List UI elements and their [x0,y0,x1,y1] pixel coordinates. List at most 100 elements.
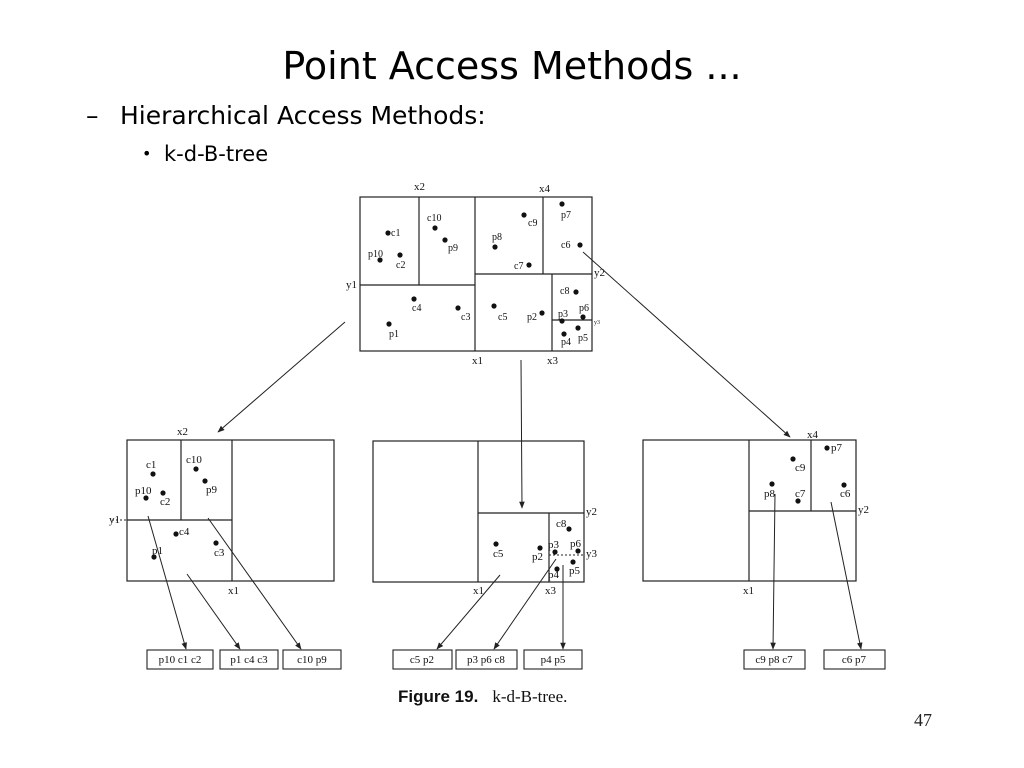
arrow-left-to-leaf-2 [186,573,241,650]
middle-point-c8-dot [566,526,572,532]
arrow-right-to-leaf-2 [830,501,863,650]
left-point-p9: p9 [206,484,218,496]
leaf-page-6-box [523,649,583,670]
right-point-c7-dot [795,498,801,504]
left-label-x1: x1 [228,585,239,597]
root-point-c6-dot [577,242,583,248]
page-number: 47 [914,710,932,730]
root-point-p1: p1 [389,329,399,340]
leaf-page-8: c6 p7 [842,654,867,666]
root-point-p7: p7 [561,210,571,221]
root-page [359,196,593,352]
leaf-page-4: c5 p2 [410,654,434,666]
arrow-left-to-leaf-1 [147,515,187,650]
root-point-c2-dot [397,252,403,258]
arrow-root-to-left [217,321,346,433]
root-point-p6-dot [580,314,586,320]
left-label-y1: y1 [109,514,120,526]
left-split-labels: x2 y1 x1 [109,426,239,597]
left-page-border [126,439,335,582]
middle-point-c5-dot [493,541,499,547]
root-label-x4: x4 [539,183,551,195]
left-point-c1: c1 [146,459,156,471]
right-point-p8: p8 [764,488,776,500]
root-point-p5-dot [575,325,581,331]
right-point-c6: c6 [840,488,851,500]
root-point-c6: c6 [561,240,570,251]
root-point-c1-dot [385,230,391,236]
leaf-page-7: c9 p8 c7 [755,654,793,666]
leaf-page-7-box [743,649,806,670]
root-point-p10: p10 [368,249,383,260]
left-point-c4: c4 [179,526,190,538]
root-point-c10: c10 [427,213,441,224]
bullet-k-d-b-tree: • k-d-B-tree [142,142,268,166]
root-point-p10-dot [377,257,383,263]
root-point-c7: c7 [514,261,523,272]
leaf-page-4-box [392,649,453,670]
bullet-hierarchical-access-methods: –Hierarchical Access Methods: [86,101,486,130]
root-point-c1: c1 [391,228,400,239]
leaf-page-5-box [455,649,518,670]
leaf-page-3-box [282,649,342,670]
root-point-c5: c5 [498,312,507,323]
arrow-middle-to-leaf-1 [436,574,501,650]
middle-point-p6-dot [575,548,581,554]
root-point-c10-dot [432,225,438,231]
right-point-c9: c9 [795,462,806,474]
root-point-p8-dot [492,244,498,250]
right-point-c7: c7 [795,488,806,500]
right-point-c9-dot [790,456,796,462]
arrow-root-to-middle [519,359,525,509]
root-point-c4-dot [411,296,417,302]
root-point-p2: p2 [527,312,537,323]
left-point-c2: c2 [160,496,170,508]
right-label-y2: y2 [858,504,869,516]
leaf-page-6: p4 p5 [541,654,566,666]
left-point-c4-dot [173,531,179,537]
root-point-p4: p4 [561,337,571,348]
right-points: p7 c9 p8 c7 c6 [764,442,851,504]
middle-points: c8 c5 p3 p6 p2 p5 p4 [493,518,582,581]
leaf-page-2-box [219,649,279,670]
root-point-p3-dot [559,318,565,324]
bullet-dot-marker: • [142,144,152,163]
middle-point-p2: p2 [532,551,543,563]
right-page [642,439,857,582]
root-point-p5: p5 [578,333,588,344]
root-point-p3: p3 [558,309,568,320]
root-split-labels: x2 x4 y1 y2 x1 x3 y3 [346,181,605,367]
middle-point-p4: p4 [548,569,560,581]
slide-title: Point Access Methods ... [282,44,742,88]
middle-point-p2-dot [537,545,543,551]
left-point-c3-dot [213,540,219,546]
figure-caption: Figure 19.k-d-B-tree. [398,687,567,707]
leaf-page-1-box [146,649,214,670]
middle-point-p3-dot [552,549,558,555]
root-label-x2: x2 [414,181,425,193]
left-page [126,439,335,582]
middle-point-p6: p6 [570,538,582,550]
middle-point-p4-dot [554,566,560,572]
root-label-x3: x3 [547,355,559,367]
figure-caption-text: k-d-B-tree. [492,687,568,706]
leaf-page-labels: p10 c1 c2 p1 c4 c3 c10 p9 c5 p2 p3 p6 c8… [159,654,867,666]
middle-point-p5: p5 [569,565,581,577]
right-split-labels: x4 y2 x1 [743,429,869,597]
right-label-x1: x1 [743,585,754,597]
left-point-c3: c3 [214,547,225,559]
bullet-2-text: k-d-B-tree [164,142,269,166]
middle-point-c8: c8 [556,518,567,530]
left-point-c10: c10 [186,454,202,466]
root-point-p8: p8 [492,232,502,243]
arrow-middle-to-leaf-2 [493,558,557,650]
root-point-c7-dot [526,262,532,268]
root-point-c8: c8 [560,286,569,297]
right-point-p8-dot [769,481,775,487]
root-point-c3: c3 [461,312,470,323]
left-points: c1 c10 p10 p9 c2 c4 p1 c3 [135,454,225,560]
middle-point-p5-dot [570,559,576,565]
root-point-c4: c4 [412,303,421,314]
root-point-c9: c9 [528,218,537,229]
